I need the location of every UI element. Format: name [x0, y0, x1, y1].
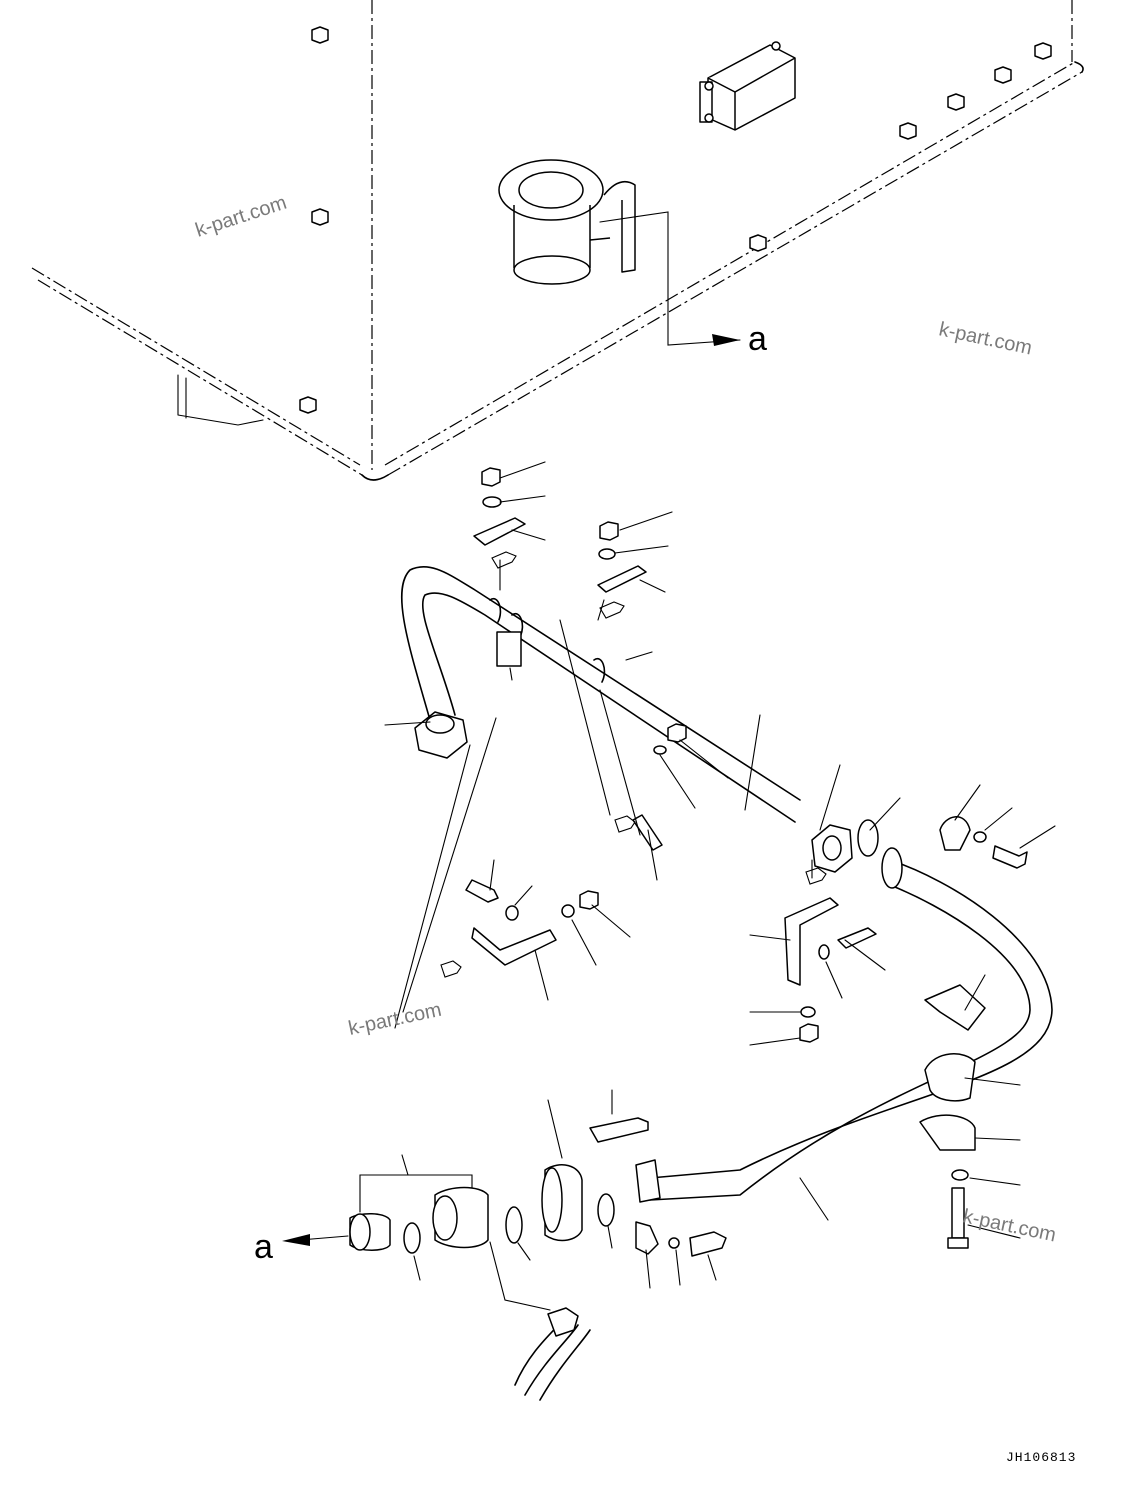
leader-lines	[359, 461, 1056, 1311]
reference-arrow-bottom	[282, 1234, 349, 1246]
suction-fittings	[349, 1117, 727, 1401]
watermark: k-part.com	[961, 1205, 1058, 1246]
watermark: k-part.com	[346, 999, 443, 1040]
hardware-upper	[465, 467, 1028, 1043]
watermark: k-part.com	[193, 192, 290, 242]
suction-pipe-upper	[400, 565, 879, 873]
clip-outlines	[440, 551, 827, 978]
watermark: k-part.com	[937, 318, 1034, 359]
hydraulic-tank	[31, 0, 1084, 481]
drawing-code: JH106813	[1006, 1450, 1076, 1465]
reference-label-bottom: a	[254, 1228, 273, 1266]
suction-hose-lower	[635, 847, 1053, 1249]
reference-label-top: a	[748, 320, 767, 358]
